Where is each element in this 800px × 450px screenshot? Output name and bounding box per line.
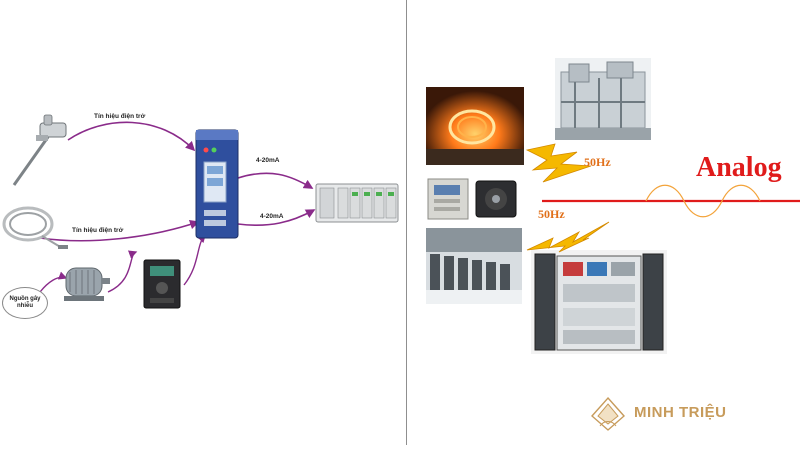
left-diagram: Nguồn gây nhiễu Tín hiệu điện trở Tín hi… <box>2 113 399 319</box>
signal-arrows <box>39 121 316 293</box>
right-diagram: 50Hz 50Hz Analog <box>407 0 800 450</box>
minh-trieu-logo-icon <box>591 396 625 431</box>
output-current-label-bottom: 4-20mA <box>260 213 284 220</box>
arrow-module-to-plc-top <box>237 172 314 189</box>
arrow-rtd-to-module <box>39 219 200 242</box>
arrow-module-to-plc-bottom <box>237 209 316 227</box>
inverter-icon <box>143 259 181 309</box>
arrow-inverter-to-module <box>183 233 206 286</box>
textile-machines-photo <box>426 228 522 304</box>
drive-servo-photo <box>426 177 520 221</box>
center-divider <box>406 0 407 445</box>
rtd-cable-sensor-icon <box>2 206 68 249</box>
arrow-sensor-to-module <box>67 121 196 152</box>
frequency-label-top: 50Hz <box>584 155 611 169</box>
lightning-bolt-icon-bottom <box>526 221 610 253</box>
motor-icon <box>64 267 110 301</box>
noise-source-label: Nguồn gây nhiễu <box>2 287 48 319</box>
signal-isolator-module-icon <box>195 129 239 239</box>
signal-resistance-label-bottom: Tín hiệu điện trở <box>72 227 124 234</box>
brand-name: MINH TRIỆU <box>634 404 727 421</box>
output-current-label-top: 4-20mA <box>256 157 280 164</box>
frequency-label-bottom: 50Hz <box>538 207 565 221</box>
signal-resistance-label-top: Tín hiệu điện trở <box>94 113 146 120</box>
industrial-machine-photo <box>555 58 651 140</box>
lightning-bolt-icon-top <box>525 143 592 183</box>
arrow-motor-to-module <box>107 250 138 293</box>
temperature-sensor-icon <box>12 114 67 186</box>
arrow-noise-to-motor <box>39 271 68 293</box>
analog-signal-wave <box>542 184 800 218</box>
analog-title: Analog <box>696 152 782 183</box>
plc-controller-icon <box>315 183 399 223</box>
electrical-cabinet-photo <box>531 250 667 354</box>
furnace-photo <box>426 87 524 165</box>
